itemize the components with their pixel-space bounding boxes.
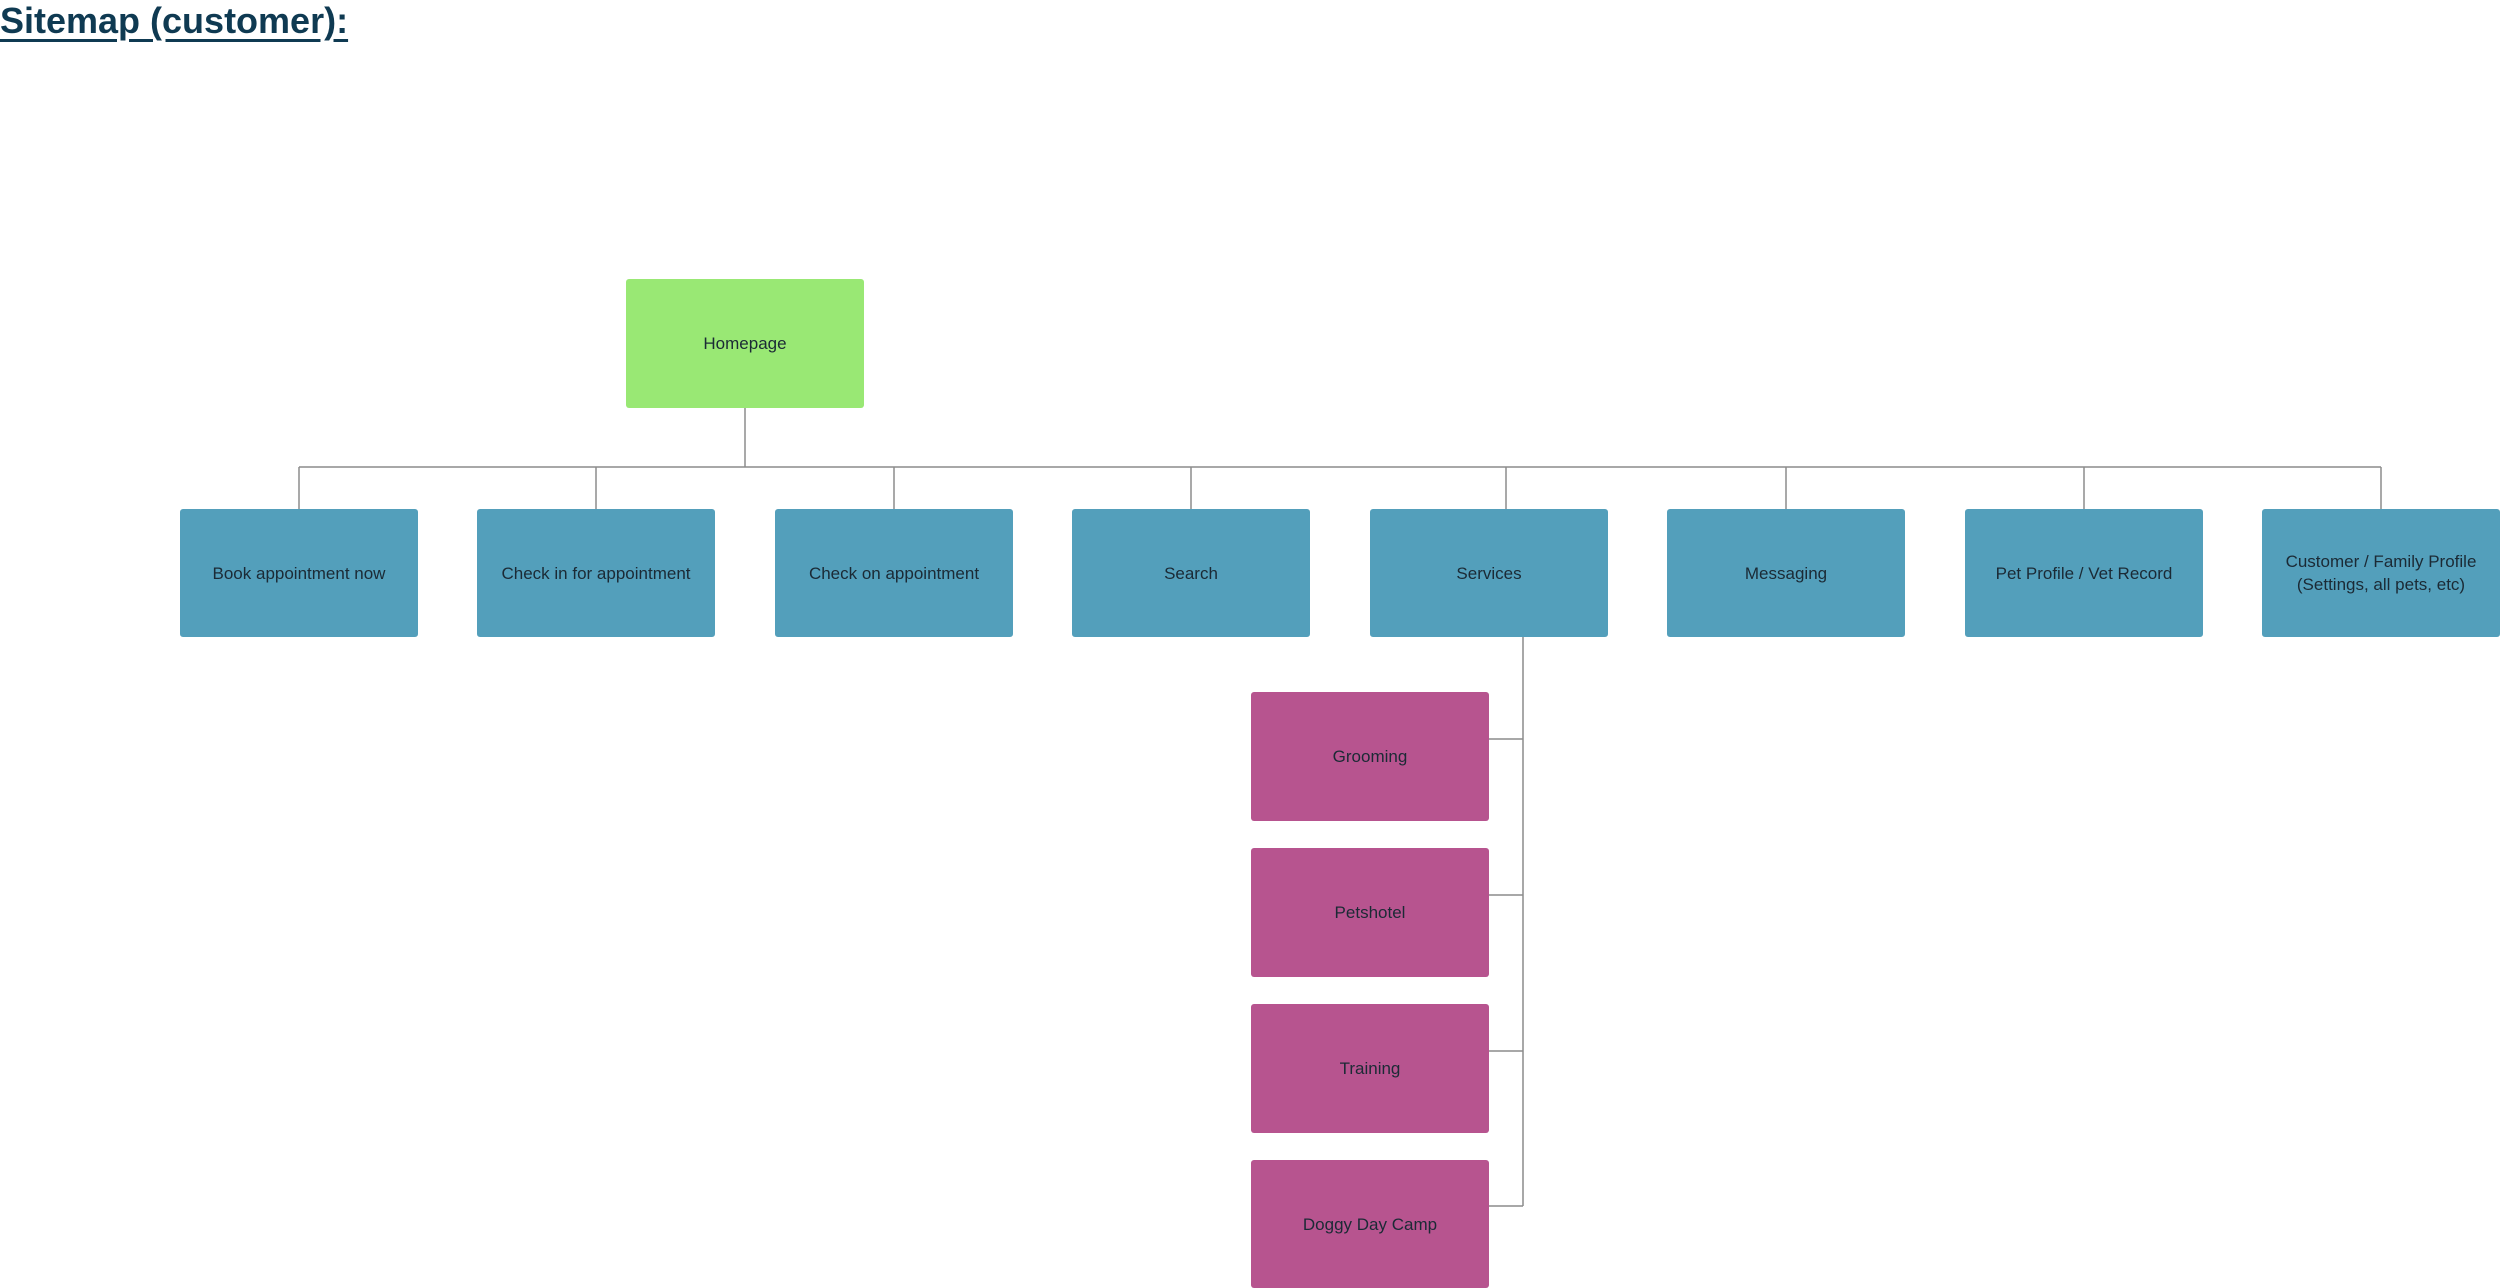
node-grooming[interactable]: Grooming (1251, 692, 1489, 821)
node-label: Check in for appointment (501, 563, 691, 583)
node-label: Petshotel (1334, 903, 1406, 922)
node-check-in-for-appointment[interactable]: Check in for appointment (477, 509, 715, 637)
node-book-appointment-now[interactable]: Book appointment now (180, 509, 418, 637)
node-doggy-day-camp[interactable]: Doggy Day Camp (1251, 1160, 1489, 1288)
node-label: Training (1339, 1059, 1401, 1078)
node-homepage[interactable]: Homepage (626, 279, 864, 408)
node-pet-profile-vet-record[interactable]: Pet Profile / Vet Record (1965, 509, 2203, 637)
node-check-on-appointment[interactable]: Check on appointment (775, 509, 1013, 637)
node-label: Services (1456, 563, 1522, 583)
node-label: Search (1164, 563, 1218, 583)
node-label: Book appointment now (212, 563, 386, 583)
node-label: Pet Profile / Vet Record (1995, 563, 2173, 583)
node-customer-family-profile[interactable]: Customer / Family Profile (Settings, all… (2262, 509, 2500, 637)
node-search[interactable]: Search (1072, 509, 1310, 637)
node-label: Messaging (1744, 563, 1828, 583)
node-petshotel[interactable]: Petshotel (1251, 848, 1489, 977)
page-title: Sitemap (customer): (0, 0, 349, 41)
node-label: Customer / Family Profile (Settings, all… (2285, 552, 2477, 594)
node-label: Homepage (703, 334, 787, 353)
node-label: Doggy Day Camp (1302, 1214, 1438, 1234)
node-messaging[interactable]: Messaging (1667, 509, 1905, 637)
node-label: Check on appointment (808, 563, 980, 583)
node-label: Grooming (1332, 747, 1408, 766)
node-training[interactable]: Training (1251, 1004, 1489, 1133)
node-services[interactable]: Services (1370, 509, 1608, 637)
